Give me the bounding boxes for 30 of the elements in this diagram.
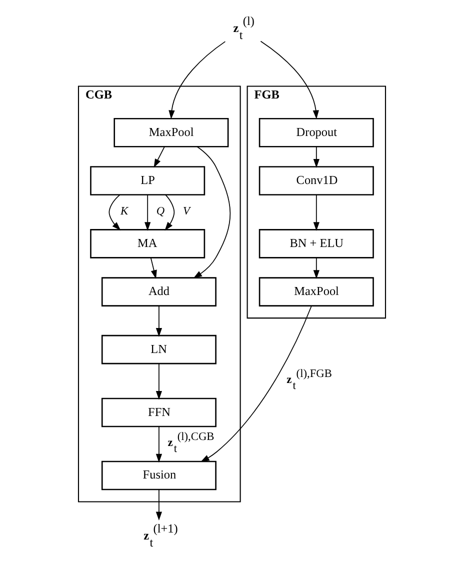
arrow xyxy=(155,363,162,400)
arrow xyxy=(155,426,162,463)
arrow xyxy=(312,257,319,279)
arrow xyxy=(312,146,319,168)
edge-label: V xyxy=(182,205,190,218)
node-box: MaxPool xyxy=(258,277,374,306)
arrow xyxy=(164,194,174,231)
node-box: LP xyxy=(90,166,205,196)
arrow xyxy=(155,306,162,337)
node-box: Fusion xyxy=(100,460,216,490)
edge-label: Q xyxy=(156,205,164,218)
arrow xyxy=(260,40,318,120)
arrow xyxy=(150,257,156,279)
node-box: Add xyxy=(100,277,216,306)
arrow xyxy=(192,146,230,278)
edge-label: K xyxy=(120,205,128,218)
node-box: MA xyxy=(90,229,205,258)
arrow xyxy=(108,194,120,230)
node-box: Dropout xyxy=(258,118,374,148)
node-box: MaxPool xyxy=(113,118,228,148)
node-box: FFN xyxy=(100,398,216,428)
arrow xyxy=(312,194,319,231)
arrow xyxy=(155,489,162,520)
arrow xyxy=(200,306,312,462)
arrow xyxy=(168,41,226,120)
node-box: LN xyxy=(100,334,216,364)
node-box: Conv1D xyxy=(258,166,374,196)
node-box: BN + ELU xyxy=(258,229,374,258)
arrow xyxy=(153,146,164,168)
arrow xyxy=(144,194,150,231)
